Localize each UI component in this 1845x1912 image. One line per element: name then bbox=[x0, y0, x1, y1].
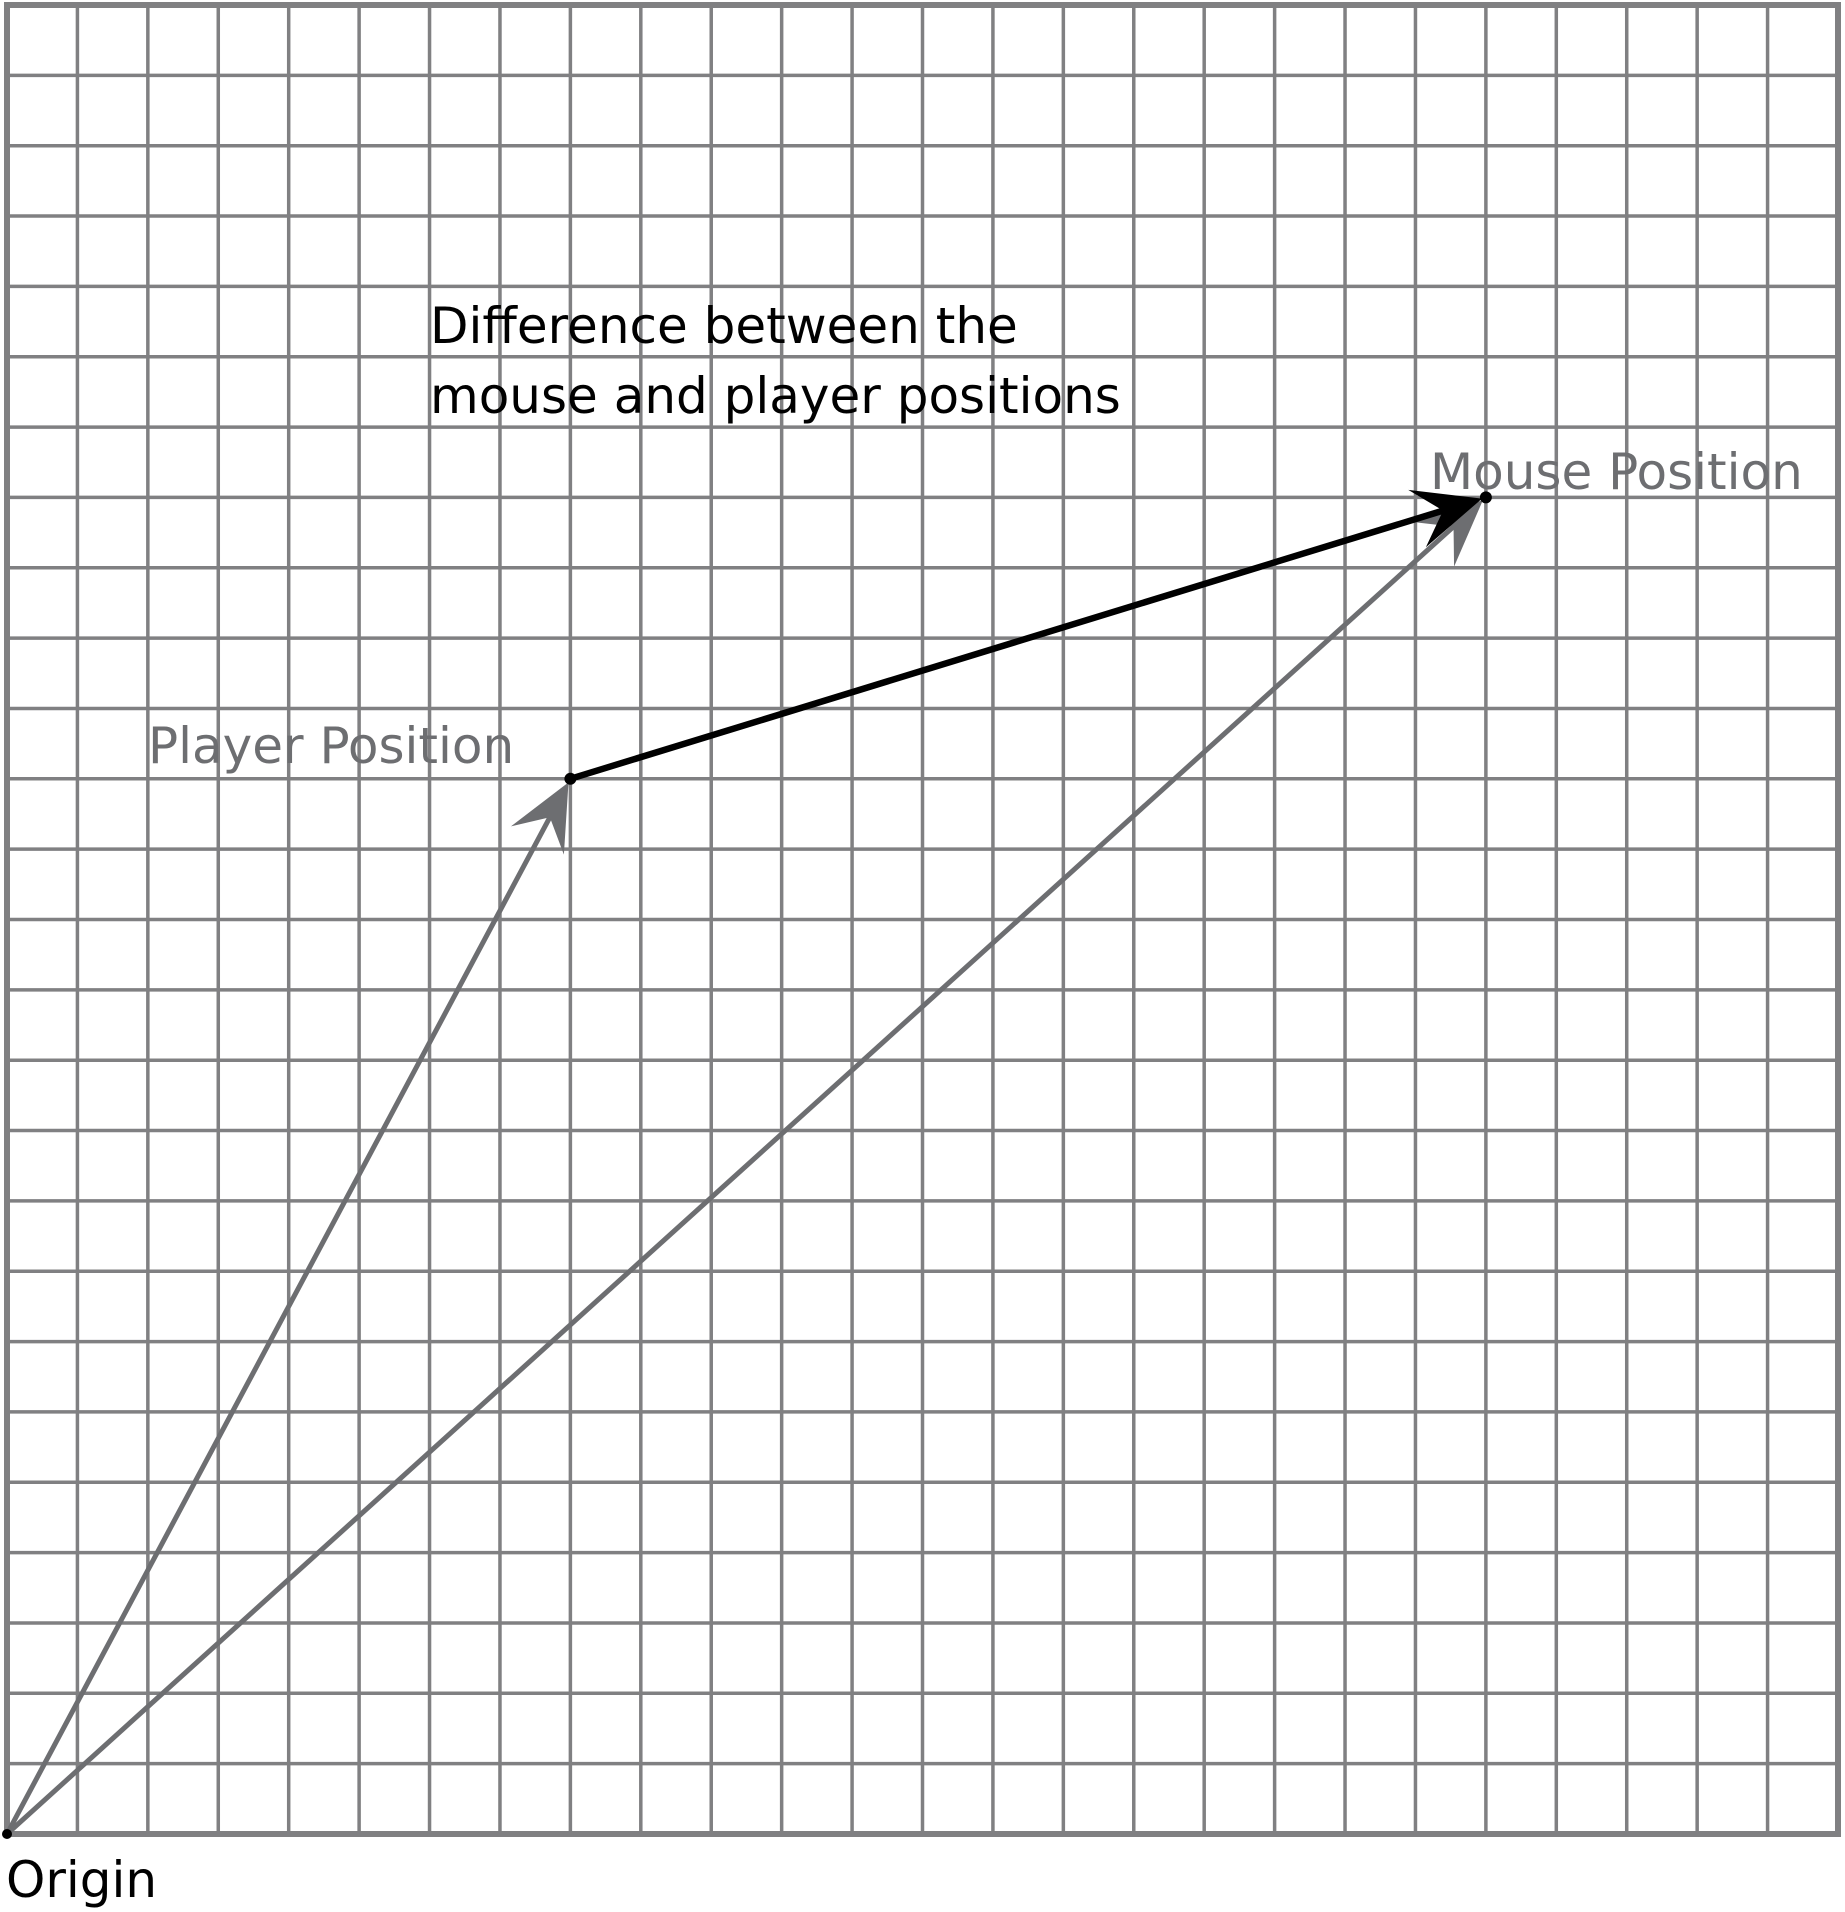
vector-player-to-mouse bbox=[567, 489, 1483, 783]
grid bbox=[7, 5, 1838, 1834]
mouse-point bbox=[1479, 491, 1492, 504]
vector-origin-to-player bbox=[4, 782, 569, 1837]
difference-vector bbox=[567, 507, 1447, 783]
mouse-position-label: Mouse Position bbox=[1430, 443, 1803, 501]
player-point bbox=[564, 772, 577, 785]
grid-border bbox=[4, 2, 1841, 1837]
origin-to-player-vector bbox=[4, 814, 553, 1837]
difference-label-line2: mouse and player positions bbox=[430, 367, 1121, 425]
difference-vector-arrowhead bbox=[1408, 489, 1483, 548]
origin-to-mouse-vector bbox=[4, 524, 1457, 1837]
player-position-label: Player Position bbox=[148, 717, 514, 775]
origin-label: Origin bbox=[6, 1851, 157, 1909]
origin-to-player-arrowhead bbox=[510, 782, 569, 855]
origin-point bbox=[2, 1829, 12, 1839]
difference-label-line1: Difference between the bbox=[430, 297, 1018, 355]
